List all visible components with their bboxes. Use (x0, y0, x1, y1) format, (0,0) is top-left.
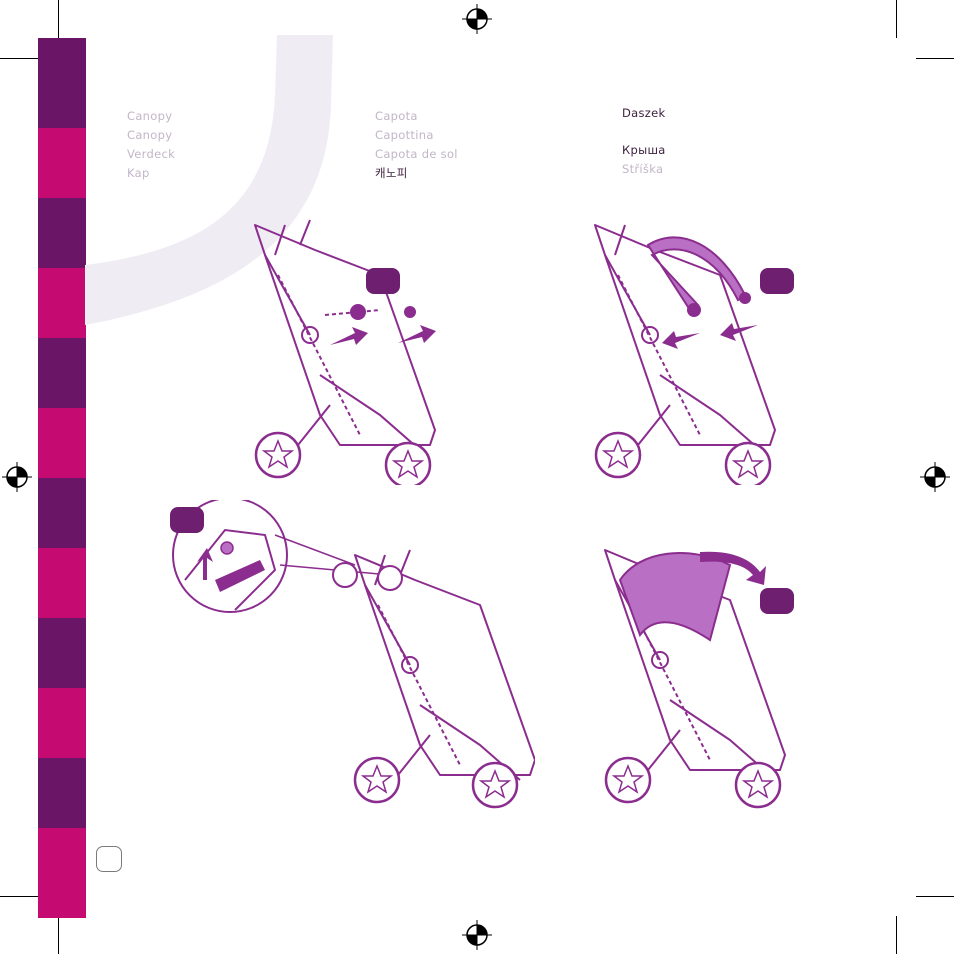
rear-wheel (473, 763, 517, 807)
canopy-label-nl: Kap (127, 164, 175, 183)
crop-mark (896, 916, 897, 954)
step-badge (760, 268, 794, 294)
sidebar-band (38, 688, 86, 758)
crop-mark (896, 0, 897, 38)
canopy-label-pl: Daszek (622, 104, 666, 123)
step-badge (760, 588, 794, 614)
sidebar-band (38, 828, 86, 918)
label-column-2: Capota Capottina Capota de sol 캐노피 (375, 107, 458, 183)
stroller-illustration-step-3 (165, 500, 535, 810)
canopy-label-pt: Capota (375, 107, 458, 126)
sidebar-band (38, 758, 86, 828)
front-wheel (596, 433, 640, 477)
language-tab-sidebar (38, 38, 86, 918)
registration-mark-icon (462, 4, 492, 34)
canopy-label-ko: 캐노피 (375, 164, 458, 183)
canopy-frame (648, 237, 745, 310)
canopy-hub (739, 292, 751, 304)
canopy-hub (350, 304, 366, 320)
step-badge (366, 268, 400, 294)
canopy-hub (404, 306, 416, 318)
arrow-icon (398, 325, 436, 343)
page-number-box (96, 846, 122, 872)
rear-wheel (736, 763, 780, 807)
rear-wheel (726, 443, 770, 485)
label-column-3: Daszek Крыша Stříška (622, 104, 666, 179)
crop-mark (0, 58, 38, 59)
crop-mark (58, 0, 59, 38)
registration-mark-icon (2, 462, 32, 492)
stroller-illustration-step-1 (230, 215, 450, 485)
stroller-illustration-step-4 (580, 540, 800, 810)
sidebar-band (38, 198, 86, 268)
canopy-label-ru: Крыша (622, 141, 666, 160)
front-wheel (355, 758, 399, 802)
front-wheel (606, 758, 650, 802)
crop-mark (916, 896, 954, 897)
canopy-label-de: Verdeck (127, 145, 175, 164)
sidebar-band (38, 338, 86, 408)
canopy-hub (687, 303, 701, 317)
canopy-label-fr: Canopy (127, 126, 175, 145)
canopy-fabric (620, 553, 730, 640)
sidebar-band (38, 618, 86, 688)
registration-mark-icon (462, 920, 492, 950)
canopy-label-cs: Stříška (622, 160, 666, 179)
sidebar-band (38, 128, 86, 198)
sidebar-band (38, 38, 86, 128)
arrow-icon (662, 331, 700, 349)
label-column-1: Canopy Canopy Verdeck Kap (127, 107, 175, 183)
hook-icon (333, 563, 357, 587)
stroller-illustration-step-2 (570, 215, 790, 485)
front-wheel (256, 433, 300, 477)
hook-icon (378, 566, 402, 590)
crop-mark (58, 916, 59, 954)
arrow-icon (330, 327, 368, 345)
canopy-label-it: Capottina (375, 126, 458, 145)
crop-mark (0, 896, 38, 897)
sidebar-band (38, 478, 86, 548)
crop-mark (916, 58, 954, 59)
step-badge (170, 507, 204, 533)
registration-mark-icon (920, 462, 950, 492)
sidebar-band (38, 548, 86, 618)
sidebar-band (38, 408, 86, 478)
sidebar-band (38, 268, 86, 338)
canopy-label-es: Capota de sol (375, 145, 458, 164)
rear-wheel (386, 443, 430, 485)
canopy-label-en: Canopy (127, 107, 175, 126)
